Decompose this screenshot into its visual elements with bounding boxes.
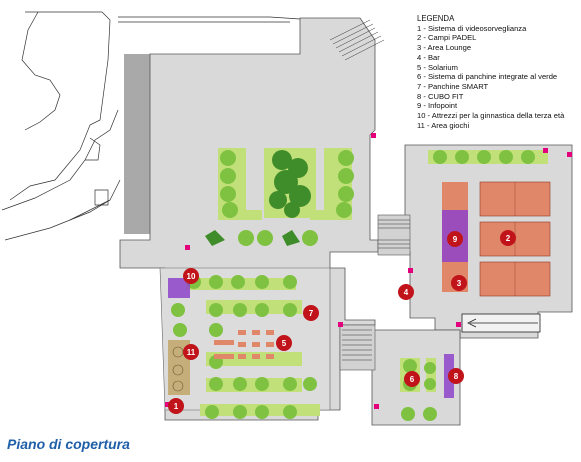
legend-title: LEGENDA <box>417 14 455 23</box>
legend-item: 9 - Infopoint <box>417 101 458 111</box>
legend-item: 4 - Bar <box>417 52 440 62</box>
marker-11: 11 <box>183 344 199 360</box>
site-outline-lines <box>1 11 301 241</box>
stair-ne <box>329 19 385 61</box>
svg-text:2: 2 <box>506 234 511 243</box>
legend-item: 6 - Sistema di panchine integrate al ver… <box>417 72 558 82</box>
legend: LEGENDA 1 - Sistema di videosorveglianza… <box>417 14 579 130</box>
marker-5: 5 <box>276 335 292 351</box>
legend-item: 2 - Campi PADEL <box>417 33 477 43</box>
legend-item: 11 - Area giochi <box>417 120 470 130</box>
svg-text:4: 4 <box>404 288 409 297</box>
marker-3: 3 <box>451 275 467 291</box>
marker-2: 2 <box>500 230 516 246</box>
markers: 1 2 3 4 5 6 7 8 9 10 11 <box>168 230 516 414</box>
marker-10: 10 <box>183 268 199 284</box>
marker-8: 8 <box>448 368 464 384</box>
ramp-arrow <box>461 313 541 333</box>
svg-text:9: 9 <box>453 235 458 244</box>
svg-text:10: 10 <box>187 272 196 281</box>
marker-9: 9 <box>447 231 463 247</box>
play-area-hatch <box>168 278 190 298</box>
plan-caption: Piano di copertura <box>7 436 130 452</box>
central-garden <box>205 148 354 246</box>
svg-text:7: 7 <box>309 309 314 318</box>
svg-text:5: 5 <box>282 339 287 348</box>
marker-7: 7 <box>303 305 319 321</box>
marker-6: 6 <box>404 371 420 387</box>
legend-item: 1 - Sistema di videosorveglianza <box>417 23 527 33</box>
svg-text:11: 11 <box>187 348 196 357</box>
stair-corridor <box>378 219 410 249</box>
lower-plaza <box>168 275 320 419</box>
legend-item: 3 - Area Lounge <box>417 43 472 53</box>
access-points <box>165 133 572 409</box>
stair-south <box>342 329 372 361</box>
legend-item: 10 - Attrezzi per la ginnastica della te… <box>417 111 565 121</box>
legend-item: 7 - Panchine SMART <box>417 81 489 91</box>
svg-text:8: 8 <box>454 372 459 381</box>
svg-text:6: 6 <box>410 375 415 384</box>
stairs <box>329 19 410 361</box>
marker-1: 1 <box>168 398 184 414</box>
marker-4: 4 <box>398 284 414 300</box>
svg-text:3: 3 <box>457 279 462 288</box>
svg-text:1: 1 <box>174 402 179 411</box>
legend-item: 8 - CUBO FIT <box>417 91 464 101</box>
legend-item: 5 - Solarium <box>417 62 458 72</box>
